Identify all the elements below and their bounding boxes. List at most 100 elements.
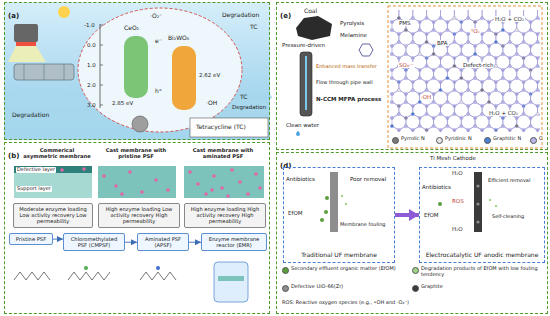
annotation-label: SO₄·⁻ bbox=[398, 62, 415, 68]
lattice-hexagon bbox=[399, 78, 413, 94]
lattice-hexagon bbox=[503, 90, 517, 106]
lattice-atom bbox=[453, 40, 456, 43]
lattice-hexagon bbox=[441, 10, 455, 22]
lattice-atom bbox=[439, 16, 442, 19]
lattice-atom bbox=[390, 76, 393, 79]
lattice-hexagon bbox=[454, 30, 468, 46]
lattice-hexagon bbox=[524, 30, 538, 46]
lattice-hexagon bbox=[434, 90, 448, 106]
lattice-hexagon bbox=[475, 42, 489, 58]
polymer-chain bbox=[140, 272, 176, 280]
annotation-label: Pressure-driven bbox=[282, 42, 325, 48]
annotation-label: H₂O bbox=[452, 170, 463, 176]
box-text: Chloromethylated PSF (CMPSF) bbox=[66, 236, 122, 248]
lattice-atom bbox=[494, 64, 497, 67]
annotation-label: EfOM bbox=[424, 212, 439, 218]
annotation-label: Clean water bbox=[286, 122, 319, 128]
lattice-hexagon bbox=[524, 54, 538, 70]
cast-membrane bbox=[98, 166, 176, 198]
annotation-label: Degradation bbox=[222, 12, 259, 19]
lattice-hexagon bbox=[468, 102, 482, 118]
lattice-atom bbox=[529, 28, 532, 31]
lattice-atom bbox=[439, 64, 442, 67]
lattice-hexagon bbox=[531, 18, 540, 34]
lattice-atom bbox=[432, 100, 435, 103]
molecule-inset bbox=[190, 118, 268, 137]
enzyme-dot bbox=[210, 188, 214, 192]
lattice-hexagon bbox=[406, 114, 420, 130]
enzyme-dot bbox=[166, 188, 170, 192]
polymer-chain bbox=[68, 272, 110, 280]
lattice-atom bbox=[487, 52, 490, 55]
lattice-atom bbox=[460, 100, 463, 103]
enzyme-dot bbox=[114, 184, 118, 188]
annotation-label: Coal bbox=[304, 8, 317, 15]
lattice-atom bbox=[467, 16, 470, 19]
property-box: High enzyme loading Low activity recover… bbox=[98, 203, 180, 228]
lattice-atom bbox=[411, 88, 414, 91]
annotation-label: Defect-rich bbox=[462, 62, 494, 68]
lattice-atom bbox=[460, 76, 463, 79]
lattice-atom bbox=[508, 40, 511, 43]
heading-label: Cast membrane with pristine PSF bbox=[96, 148, 176, 160]
annotation-label: Bi₂WO₆ bbox=[168, 35, 189, 42]
lattice-atom bbox=[432, 124, 435, 127]
box-text: Pristine PSF bbox=[12, 236, 50, 242]
lattice-atom bbox=[446, 28, 449, 31]
legend-swatch bbox=[484, 137, 491, 144]
lattice-atom bbox=[446, 124, 449, 127]
lattice-hexagon bbox=[406, 90, 420, 106]
legend-item: Graphite bbox=[412, 284, 443, 292]
box-text: Traditional UF membrane bbox=[287, 252, 391, 259]
annotation-label: h⁺ bbox=[155, 88, 162, 95]
lattice-atom bbox=[404, 100, 407, 103]
enzyme-dot bbox=[140, 190, 144, 194]
annotation-label: ROS bbox=[452, 198, 464, 204]
annotation-label: 2.85 eV bbox=[112, 100, 133, 106]
legend-swatch bbox=[282, 285, 289, 292]
module-line bbox=[44, 64, 45, 80]
annotation-label: 1.0 bbox=[87, 62, 96, 68]
lattice-atom bbox=[501, 124, 504, 127]
lattice-atom bbox=[397, 88, 400, 91]
lattice-hexagon bbox=[489, 66, 503, 82]
enzyme-dot bbox=[226, 194, 230, 198]
legend-swatch bbox=[412, 267, 419, 274]
lattice-atom bbox=[453, 16, 456, 19]
lattice-atom bbox=[404, 52, 407, 55]
membrane-module bbox=[14, 64, 74, 80]
polymer-chain bbox=[14, 272, 50, 280]
module-line bbox=[24, 64, 25, 80]
lattice-hexagon bbox=[434, 114, 448, 130]
legend-item: Graphitic N bbox=[484, 136, 521, 144]
annotation-label: Defective layer bbox=[16, 167, 56, 173]
uio-dot bbox=[476, 184, 479, 187]
lattice-hexagon bbox=[399, 102, 413, 118]
lattice-hexagon bbox=[441, 78, 455, 94]
water-flow bbox=[305, 56, 307, 110]
lattice-atom bbox=[432, 28, 435, 31]
lattice-hexagon bbox=[434, 18, 448, 34]
legend-swatch bbox=[436, 137, 443, 144]
legend-swatch bbox=[392, 137, 399, 144]
panel-letter: (e) bbox=[277, 11, 294, 23]
lattice-atom bbox=[467, 112, 470, 115]
antibiotic-dot bbox=[341, 195, 343, 197]
lattice-hexagon bbox=[468, 78, 482, 94]
lattice-atom bbox=[522, 112, 525, 115]
chloro-group bbox=[84, 266, 88, 270]
lattice-atom bbox=[425, 88, 428, 91]
lattice-hexagon bbox=[531, 66, 540, 82]
enzyme-dot bbox=[204, 192, 208, 196]
lattice-hexagon bbox=[413, 54, 427, 70]
enzyme-dot bbox=[196, 182, 200, 186]
lattice-atom bbox=[474, 52, 477, 55]
lattice-hexagon bbox=[427, 102, 441, 118]
catalysis-inset bbox=[388, 6, 542, 148]
lattice-atom bbox=[446, 76, 449, 79]
lattice-hexagon bbox=[420, 18, 434, 34]
panel-frame: (a) bbox=[4, 2, 270, 140]
lattice-atom bbox=[501, 28, 504, 31]
annotation-label: e⁻ bbox=[155, 38, 162, 45]
axis-tick bbox=[100, 85, 103, 86]
